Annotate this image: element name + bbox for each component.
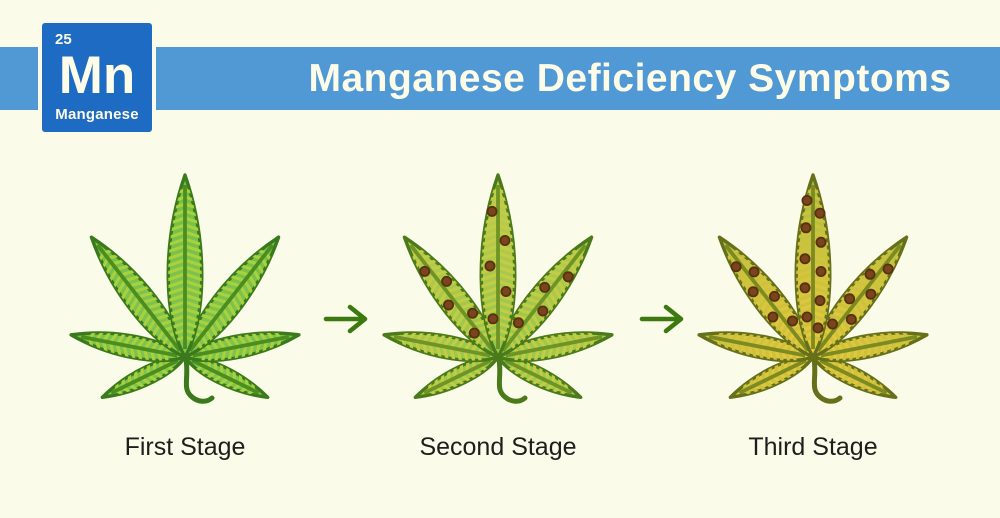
stage-label-first: First Stage bbox=[124, 433, 246, 461]
stage-label-third: Third Stage bbox=[748, 433, 878, 461]
leaf-illustration-second-stage bbox=[373, 167, 623, 419]
arrow-right-glyph bbox=[323, 304, 368, 334]
leaf-illustration-third-stage bbox=[688, 167, 938, 419]
cannabis-leaf-icon bbox=[69, 173, 301, 405]
title-banner: Manganese Deficiency Symptoms bbox=[0, 47, 1000, 110]
element-tile-manganese: 25 Mn Manganese bbox=[42, 23, 152, 132]
leaf-illustration-first-stage bbox=[60, 167, 310, 419]
arrow-right-glyph bbox=[639, 304, 684, 334]
cannabis-leaf-icon bbox=[382, 173, 614, 405]
atomic-number: 25 bbox=[55, 31, 72, 48]
arrow-right-icon bbox=[639, 303, 687, 335]
page-title: Manganese Deficiency Symptoms bbox=[308, 57, 952, 100]
stage-third: Third Stage bbox=[688, 167, 938, 462]
element-symbol: Mn bbox=[58, 46, 136, 105]
cannabis-leaf-icon bbox=[697, 173, 929, 405]
arrow-right-icon bbox=[323, 303, 371, 335]
element-name: Manganese bbox=[55, 106, 139, 123]
stage-first: First Stage bbox=[60, 167, 310, 462]
stage-second: Second Stage bbox=[373, 167, 623, 462]
stage-label-second: Second Stage bbox=[419, 433, 577, 461]
